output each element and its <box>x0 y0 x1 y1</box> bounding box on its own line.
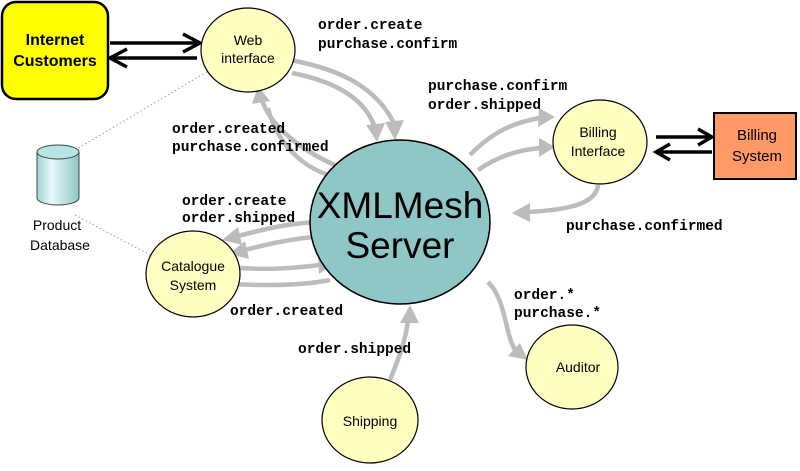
web-in-msg-2: purchase.confirmed <box>172 140 329 156</box>
flow-catalogue-to-server-1 <box>239 262 321 272</box>
catalogue-out-msg-1: order.created <box>230 304 343 320</box>
flow-server-to-auditor <box>486 280 518 352</box>
shipping-node: Shipping <box>321 376 419 464</box>
billing-out-msg-1: purchase.confirmed <box>566 219 723 235</box>
internet-customers-label-1: Internet <box>26 32 85 49</box>
web-interface-node: Web interface <box>200 7 296 93</box>
billing-interface-to-system-arrowhead <box>697 127 716 147</box>
product-database-node: Product Database <box>30 144 90 253</box>
product-database-label-2: Database <box>30 237 90 253</box>
catalogue-system-node: Catalogue System <box>145 230 241 318</box>
web-out-msg-1: order.create <box>318 18 422 34</box>
web-interface-circle <box>200 7 296 93</box>
xmlmesh-server-label-1: XMLMesh <box>317 185 484 226</box>
auditor-label: Auditor <box>556 359 601 375</box>
flow-shipping-to-server <box>387 319 411 381</box>
web-to-customers-arrowhead <box>106 47 128 69</box>
billing-in-msg-2: order.shipped <box>428 98 541 114</box>
xmlmesh-server-circle <box>309 139 491 305</box>
billing-interface-label-1: Billing <box>579 124 616 140</box>
xmlmesh-server-label-2: Server <box>346 225 455 266</box>
shipping-out-msg-1: order.shipped <box>298 342 411 358</box>
shipping-label: Shipping <box>343 413 398 429</box>
flow-server-to-billing-2 <box>476 145 541 172</box>
web-out-msg-2: purchase.confirm <box>318 37 458 53</box>
internet-customers-label-2: Customers <box>13 53 97 70</box>
flow-server-to-web-1 <box>259 99 336 168</box>
database-cylinder-top <box>36 144 80 160</box>
auditor-node: Auditor <box>525 324 619 410</box>
billing-in-msg-1: purchase.confirm <box>428 79 568 95</box>
billing-interface-label-2: Interface <box>571 143 626 159</box>
product-database-label-1: Product <box>33 217 81 233</box>
auditor-in-msg-2: purchase.* <box>514 306 601 322</box>
catalogue-system-circle <box>145 230 241 318</box>
auditor-circle <box>525 324 619 410</box>
flow-web-to-server-2-head <box>366 123 385 142</box>
billing-interface-node: Billing Interface <box>552 99 648 185</box>
auditor-in-msg-1: order.* <box>514 288 575 304</box>
flow-catalogue-to-server-2 <box>231 277 331 288</box>
flow-shipping-to-server-head <box>400 305 419 323</box>
customer-web-arrows <box>106 32 204 69</box>
flow-billing-to-server <box>527 184 601 215</box>
flow-server-to-catalogue-1-head <box>222 227 242 245</box>
customers-to-web-arrowhead <box>182 32 204 54</box>
internet-customers-node: Internet Customers <box>0 0 110 101</box>
flow-server-to-billing-2-head <box>539 138 555 157</box>
catalogue-in-msg-2: order.shipped <box>182 211 295 227</box>
billing-arrows <box>652 127 716 162</box>
flow-web-to-server-1-head <box>385 120 404 140</box>
flow-billing-to-server-head <box>512 203 530 222</box>
billing-system-label-1: Billing <box>737 127 777 144</box>
shipping-circle <box>321 376 419 464</box>
billing-system-label-2: System <box>732 148 782 165</box>
flow-web-to-server-1 <box>289 57 398 126</box>
web-interface-label-1: Web <box>234 32 263 48</box>
database-cylinder-body <box>36 152 80 206</box>
internet-customers-box <box>0 0 110 101</box>
catalogue-system-label-1: Catalogue <box>161 258 225 274</box>
billing-system-node: Billing System <box>713 112 797 180</box>
flow-server-to-billing-1-head <box>538 108 555 127</box>
message-labels: order.create purchase.confirm order.crea… <box>172 18 723 358</box>
web-in-msg-1: order.created <box>172 122 285 138</box>
flow-server-to-billing-1 <box>468 115 541 157</box>
catalogue-system-label-2: System <box>170 277 217 293</box>
billing-interface-circle <box>552 99 648 185</box>
web-interface-label-2: interface <box>221 50 275 66</box>
catalogue-in-msg-1: order.create <box>182 194 286 210</box>
xmlmesh-server-node: XMLMesh Server <box>309 139 491 305</box>
billing-system-box <box>713 112 797 180</box>
flow-web-to-server-2 <box>291 70 378 129</box>
flow-server-to-auditor-head <box>508 343 528 360</box>
billing-system-to-interface-arrowhead <box>652 142 671 162</box>
